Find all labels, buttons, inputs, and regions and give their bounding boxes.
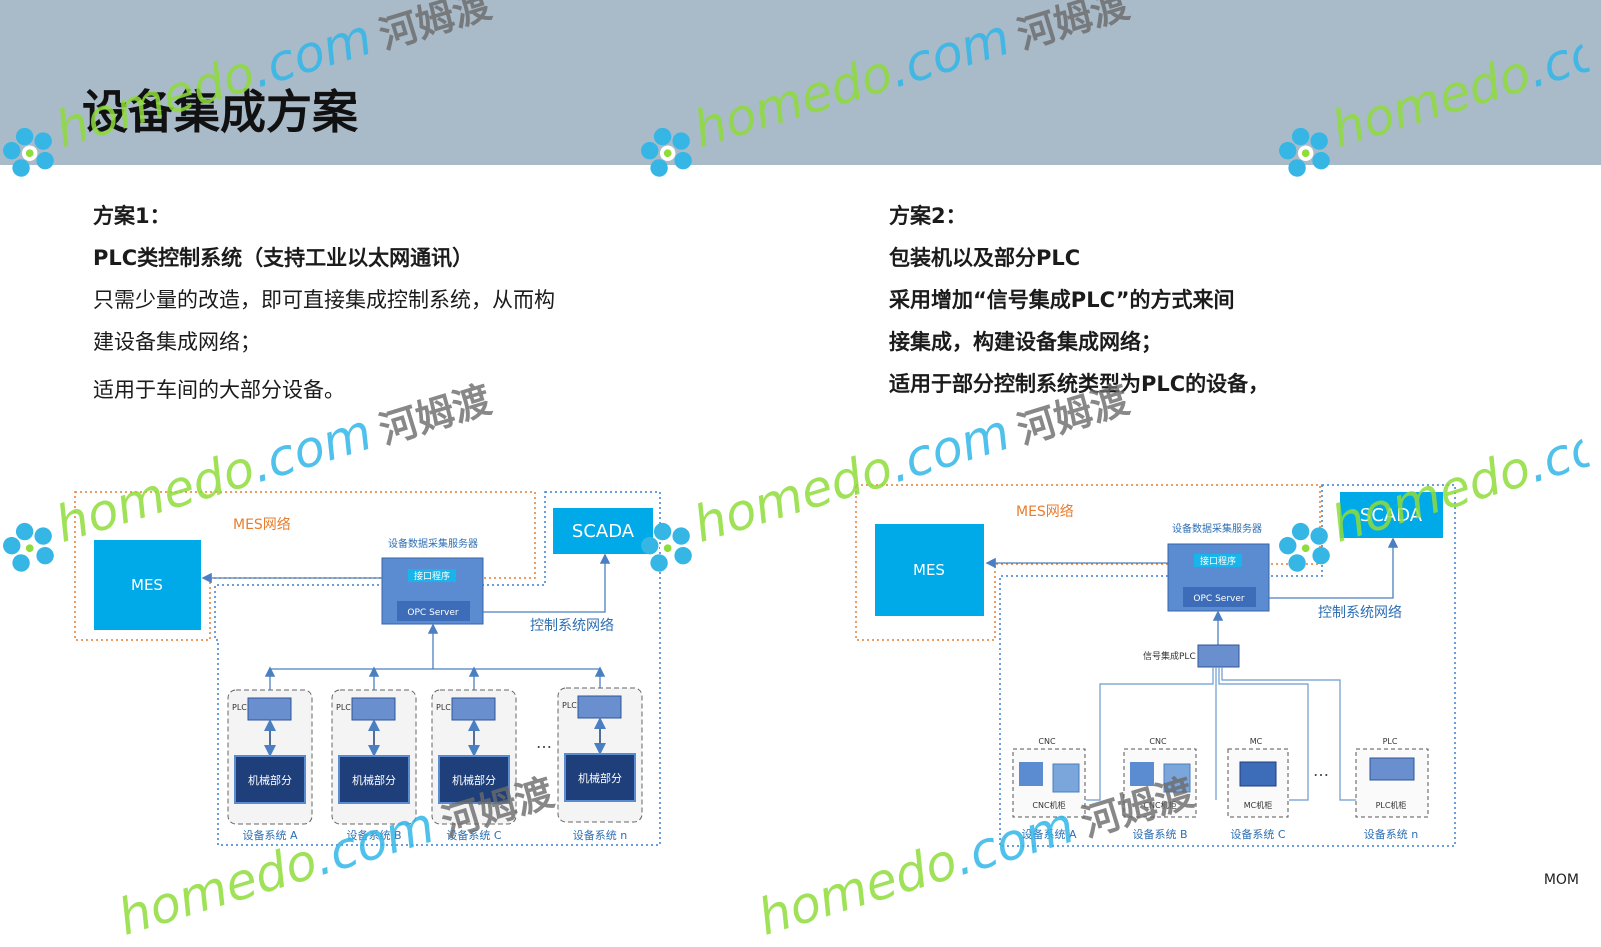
scheme1-heading: 方案1： [93,204,171,228]
scheme2-text: 方案2： 包装机以及部分PLC 采用增加“信号集成PLC”的方式来间 接集成，构… [889,195,1269,405]
plc-icon [577,695,622,719]
system-n: PLC 机械部分 设备系统 n [557,687,643,842]
mes-box [94,540,201,630]
interface-label: 接口程序 [414,570,450,582]
system-b: PLC 机械部分 设备系统 B [331,689,417,842]
device-inner: CNC机柜 [1032,800,1065,810]
scheme1-line2: 建设备集成网络； [93,330,261,354]
mes-network-label: MES网络 [1016,504,1074,520]
system-label: 设备系统 C [446,828,501,842]
device-c: MC MC机柜 设备系统 C [1227,737,1289,841]
plc-label: PLC [232,703,247,712]
diagram2: MES网络 MES SCADA 设备数据采集服务器 接口程序 OPC Serve… [855,484,1456,847]
scheme2-line1: 包装机以及部分PLC [889,246,1081,270]
device-inner: CNC机柜 [1143,800,1176,810]
scheme1-subheading: PLC类控制系统（支持工业以太网通讯） [93,246,474,270]
control-network-boundary [214,491,661,846]
system-label: 设备系统 A [242,828,297,842]
scada-box [1340,492,1443,538]
page-title: 设备集成方案 [82,85,358,139]
device-type: PLC [1383,737,1398,746]
scada-box [553,508,653,554]
device-type: MC [1250,737,1263,746]
scheme1-line1: 只需少量的改造，即可直接集成控制系统，从而构 [93,288,555,312]
system-label: 设备系统 n [573,828,627,842]
system-label: 设备系统 B [1132,827,1187,841]
device-inner: MC机柜 [1244,800,1273,810]
footer-tag: MOM [1543,872,1579,888]
mes-label: MES [131,576,163,594]
device-a: CNC CNC机柜 设备系统 A [1012,737,1086,841]
signal-plc-label: 信号集成PLC [1143,650,1196,662]
interface-label: 接口程序 [1200,555,1236,567]
plc-label: PLC [562,701,577,710]
control-network-label: 控制系统网络 [530,618,614,634]
scheme2-heading: 方案2： [889,204,967,228]
diagram1: MES网络 MES SCADA 设备数据采集服务器 接口程序 OPC Serve… [74,491,661,846]
plc-icon [451,697,496,721]
control-network-label: 控制系统网络 [1318,605,1402,621]
plc-icon [351,697,396,721]
machine-label: 机械部分 [248,773,292,787]
interface-box [1194,554,1242,567]
system-a: PLC 机械部分 设备系统 A [227,689,313,842]
opc-box [397,601,470,621]
scada-label: SCADA [572,521,635,542]
device-n: PLC PLC机柜 设备系统 n [1355,737,1429,841]
mes-box [875,524,984,616]
mes-network-label: MES网络 [233,517,291,533]
system-label: 设备系统 A [1021,827,1076,841]
control-network-boundary [999,484,1456,847]
system-c: PLC 机械部分 设备系统 C [431,689,517,842]
plc-label: PLC [336,703,351,712]
opc-box [1183,587,1256,607]
server-title: 设备数据采集服务器 [1172,522,1262,535]
signal-plc-icon [1197,644,1240,668]
scheme2-line4: 适用于部分控制系统类型为PLC的设备， [889,372,1270,396]
system-label: 设备系统 B [346,828,401,842]
opc-label: OPC Server [407,608,458,618]
scada-label: SCADA [1360,505,1423,526]
interface-box [408,569,456,582]
device-b: CNC CNC机柜 设备系统 B [1123,737,1197,841]
plc-icon [247,697,292,721]
machine-label: 机械部分 [452,773,496,787]
plc-label: PLC [436,703,451,712]
device-type: CNC [1038,737,1056,746]
opc-label: OPC Server [1193,594,1244,604]
integration-diagrams: MES网络 MES SCADA 设备数据采集服务器 接口程序 OPC Serve… [74,484,1456,847]
system-label: 设备系统 C [1230,827,1285,841]
scheme1-text: 方案1： PLC类控制系统（支持工业以太网通讯） 只需少量的改造，即可直接集成控… [93,195,555,411]
system-label: 设备系统 n [1364,827,1418,841]
scheme2-line3: 接集成，构建设备集成网络； [889,330,1162,354]
header-bar [0,0,1601,165]
mes-label: MES [913,561,945,579]
scheme2-line2: 采用增加“信号集成PLC”的方式来间 [889,288,1235,312]
ellipsis: … [1313,761,1329,780]
machine-label: 机械部分 [352,773,396,787]
device-inner: PLC机柜 [1376,800,1407,810]
server-title: 设备数据采集服务器 [388,537,478,550]
scheme1-line3: 适用于车间的大部分设备。 [93,378,345,402]
ellipsis: … [536,733,552,752]
machine-label: 机械部分 [578,771,622,785]
device-type: CNC [1149,737,1167,746]
